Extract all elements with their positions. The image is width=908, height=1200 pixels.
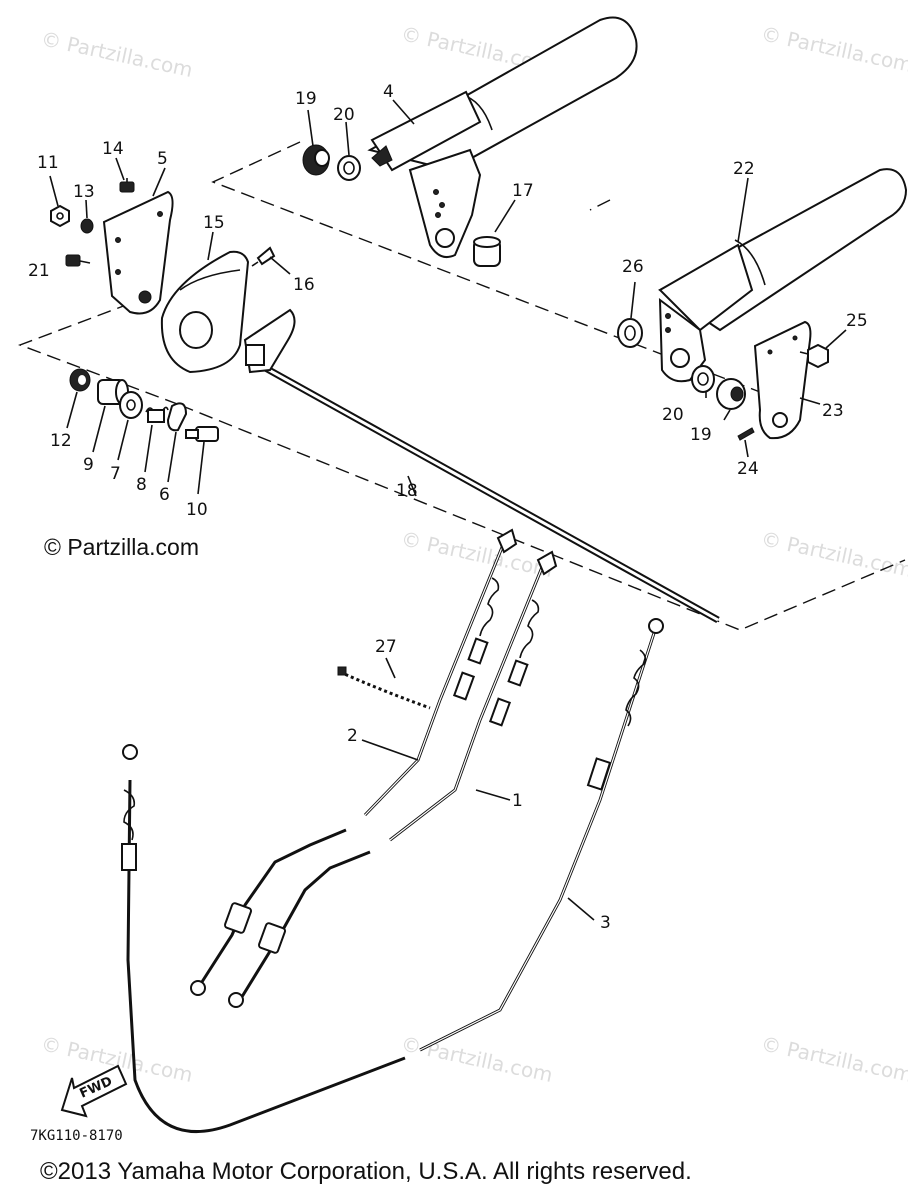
callout-25: 25 <box>846 311 868 331</box>
right-handle-grip <box>658 168 908 383</box>
lever-6 <box>166 402 188 432</box>
washer-13 <box>80 218 94 234</box>
partzilla-credit: © Partzilla.com <box>44 534 199 560</box>
pin-24 <box>737 427 755 441</box>
screw-21 <box>65 254 91 267</box>
callout-9: 9 <box>83 455 94 475</box>
collar-17 <box>473 236 501 267</box>
screw-14 <box>119 178 135 193</box>
callout-5: 5 <box>157 149 168 169</box>
callout-12: 12 <box>50 431 72 451</box>
callout-20-right: 20 <box>662 405 684 425</box>
callout-26: 26 <box>622 257 644 277</box>
callout-27: 27 <box>375 637 397 657</box>
left-bracket-5 <box>102 190 174 315</box>
right-bracket-23 <box>753 320 812 440</box>
washer-20-left <box>337 155 361 181</box>
callout-23: 23 <box>822 401 844 421</box>
callout-labels: 19 20 4 11 14 5 13 21 15 16 17 22 26 25 … <box>28 82 868 933</box>
collar-26 <box>617 318 643 348</box>
forward-arrow: FWD <box>60 1064 128 1118</box>
watermark-text: © Partzilla.com <box>759 526 908 582</box>
washer-12 <box>69 368 91 392</box>
bushing-19-left <box>302 144 330 176</box>
watermark-text: © Partzilla.com <box>39 26 195 82</box>
callout-7: 7 <box>110 464 121 484</box>
nut-11 <box>50 204 70 228</box>
watermark-text: © Partzilla.com <box>759 1031 908 1087</box>
callout-18: 18 <box>396 481 418 501</box>
callout-13: 13 <box>73 182 95 202</box>
callout-22: 22 <box>733 159 755 179</box>
callout-14: 14 <box>102 139 124 159</box>
callout-17: 17 <box>512 181 534 201</box>
callout-8: 8 <box>136 475 147 495</box>
left-handle-grip <box>367 16 638 258</box>
chain-27 <box>337 666 431 710</box>
bushing-19-right <box>716 378 746 410</box>
spring-8 <box>145 406 169 423</box>
screw-16 <box>251 246 276 267</box>
cable-3 <box>121 618 664 1134</box>
bolt-10 <box>185 426 219 442</box>
drawing-number: 7KG110-8170 <box>30 1128 123 1144</box>
washer-20-right <box>691 365 715 393</box>
bolt-25 <box>799 343 829 369</box>
copyright-notice: ©2013 Yamaha Motor Corporation, U.S.A. A… <box>40 1158 692 1185</box>
callout-16: 16 <box>293 275 315 295</box>
cable-2 <box>190 528 518 996</box>
callout-11: 11 <box>37 153 59 173</box>
callout-10: 10 <box>186 500 208 520</box>
callout-21: 21 <box>28 261 50 281</box>
shaft-18 <box>243 308 720 624</box>
callout-19-left: 19 <box>295 89 317 109</box>
callout-1: 1 <box>512 791 523 811</box>
watermark-text: © Partzilla.com <box>759 21 908 77</box>
cable-1 <box>228 550 558 1008</box>
callout-3: 3 <box>600 913 611 933</box>
leader-lines <box>49 99 847 921</box>
callout-20-left: 20 <box>333 105 355 125</box>
callout-2: 2 <box>347 726 358 746</box>
callout-6: 6 <box>159 485 170 505</box>
watermark-text: © Partzilla.com <box>399 1031 555 1087</box>
callout-4: 4 <box>383 82 394 102</box>
callout-15: 15 <box>203 213 225 233</box>
bushing-7 <box>119 391 143 419</box>
cover-15 <box>160 250 250 374</box>
callout-24: 24 <box>737 459 759 479</box>
callout-19-right: 19 <box>690 425 712 445</box>
watermark-text: © Partzilla.com <box>399 526 555 582</box>
